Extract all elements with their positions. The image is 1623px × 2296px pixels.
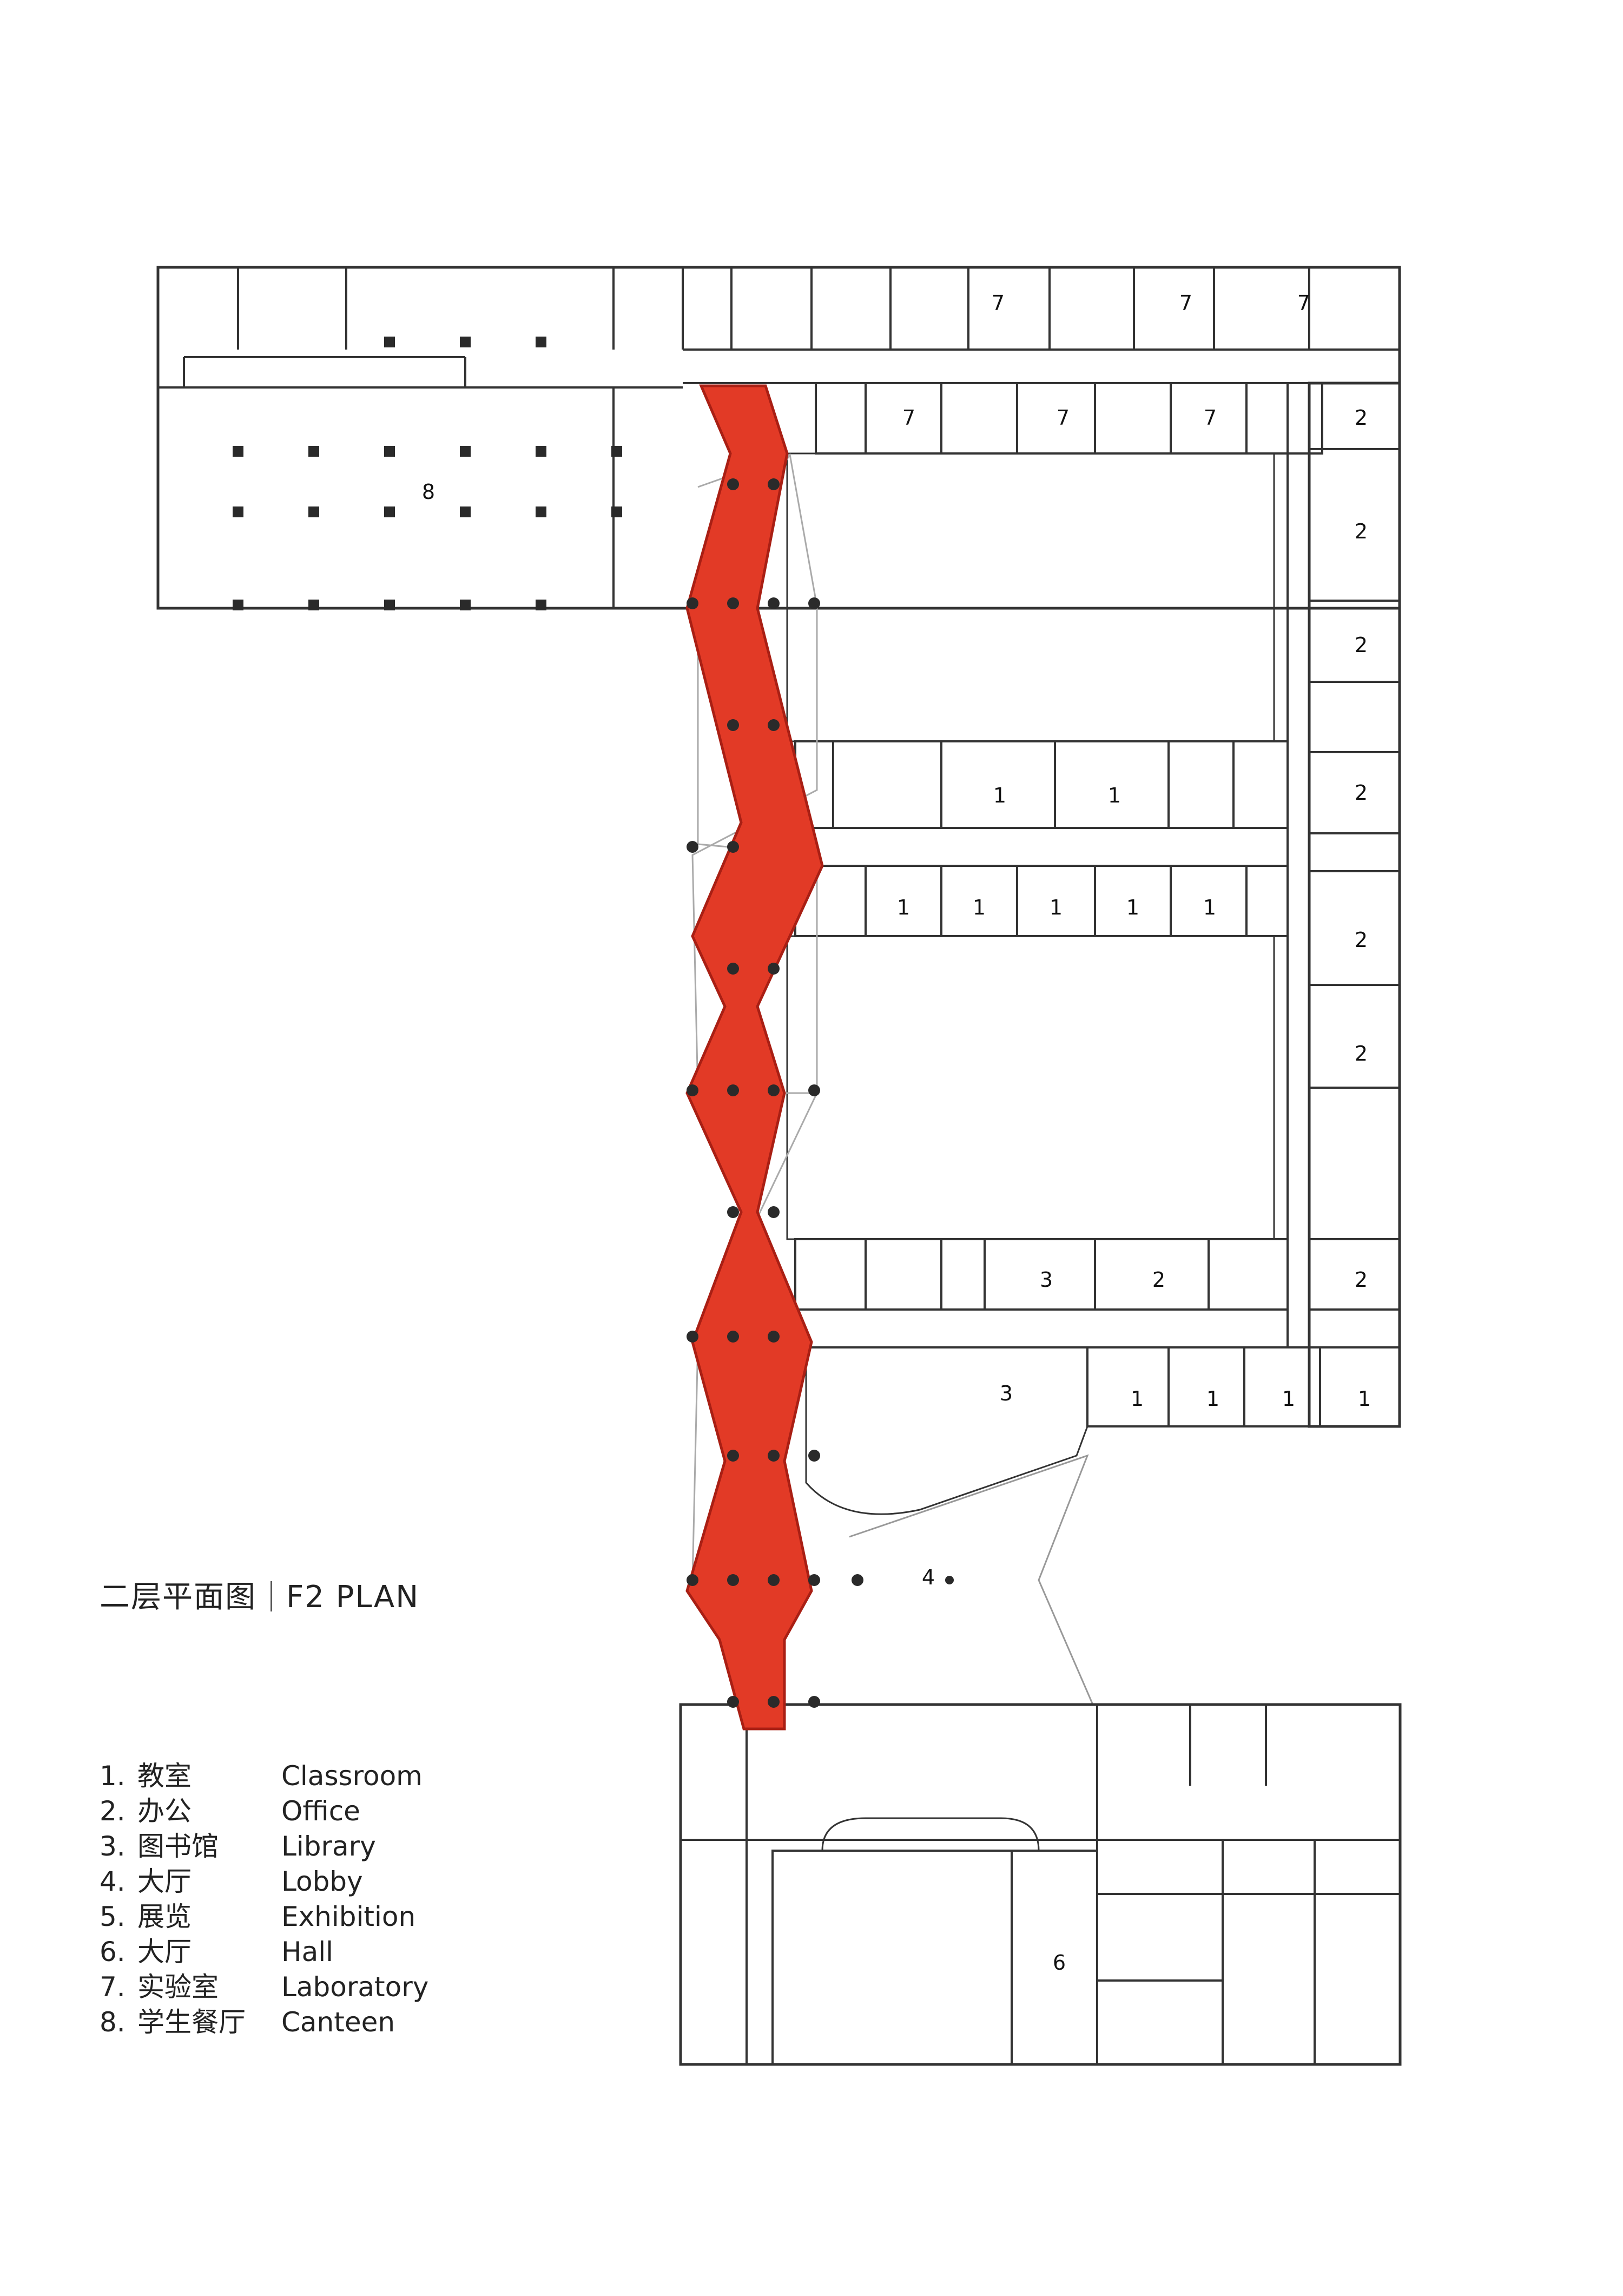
room-label-lab: 7 xyxy=(992,291,1005,315)
legend-en: Exhibition xyxy=(281,1901,416,1932)
legend-number: 7. xyxy=(100,1971,126,2003)
legend-number: 6. xyxy=(100,1936,126,1968)
legend-zh: 实验室 xyxy=(137,1971,219,2003)
room-label-lobby: 4 xyxy=(922,1565,935,1589)
room-label-office: 2 xyxy=(1355,406,1368,430)
room-label-office: 2 xyxy=(1355,781,1368,805)
room-label-classroom: 1 xyxy=(1206,1387,1219,1411)
room-label-canteen: 8 xyxy=(422,480,435,504)
legend-item: 8. 学生餐厅 Canteen xyxy=(100,2005,428,2040)
room-label-lab: 7 xyxy=(1057,406,1070,430)
legend-number: 4. xyxy=(100,1866,126,1897)
legend-number: 5. xyxy=(100,1901,126,1932)
room-label-lab: 7 xyxy=(1297,291,1310,315)
room-label-classroom: 1 xyxy=(897,896,910,919)
legend-zh: 大厅 xyxy=(137,1866,192,1897)
legend-en: Laboratory xyxy=(281,1971,429,2003)
room-label-office: 2 xyxy=(1355,519,1368,543)
legend-zh: 办公 xyxy=(137,1795,192,1827)
room-label-classroom: 1 xyxy=(1126,896,1139,919)
room-label-office: 2 xyxy=(1152,1268,1165,1292)
legend-zh: 大厅 xyxy=(137,1936,192,1968)
legend-en: Library xyxy=(281,1831,376,1862)
legend-number: 8. xyxy=(100,2006,126,2038)
legend-en: Lobby xyxy=(281,1866,363,1897)
room-label-classroom: 1 xyxy=(1203,896,1216,919)
legend-en: Classroom xyxy=(281,1760,423,1792)
legend-item: 5. 展览 Exhibition xyxy=(100,1899,428,1935)
legend-zh: 展览 xyxy=(137,1901,192,1932)
red-circulation-spine xyxy=(685,384,824,1731)
room-label-lab: 7 xyxy=(902,406,915,430)
room-label-lab: 7 xyxy=(1179,291,1192,315)
room-label-classroom: 1 xyxy=(973,896,986,919)
room-label-hall: 6 xyxy=(1053,1951,1066,1975)
plan-title: 二层平面图 F2 PLAN xyxy=(100,1573,419,1616)
room-label-classroom: 1 xyxy=(1050,896,1063,919)
legend-item: 3. 图书馆 Library xyxy=(100,1829,428,1864)
room-label-classroom: 1 xyxy=(1131,1387,1144,1411)
legend-zh: 教室 xyxy=(137,1760,192,1792)
legend-zh: 学生餐厅 xyxy=(137,2006,246,2038)
room-label-classroom: 1 xyxy=(1358,1387,1371,1411)
room-label-classroom: 1 xyxy=(1282,1387,1295,1411)
legend-item: 7. 实验室 Laboratory xyxy=(100,1970,428,2005)
room-label-office: 2 xyxy=(1355,633,1368,657)
legend-zh: 图书馆 xyxy=(137,1831,219,1862)
room-label-classroom: 1 xyxy=(993,784,1006,807)
room-label-library: 3 xyxy=(1000,1381,1013,1405)
legend-number: 3. xyxy=(100,1831,126,1862)
legend-item: 6. 大厅 Hall xyxy=(100,1935,428,1970)
room-legend: 1. 教室 Classroom 2. 办公 Office 3. 图书馆 Library 4.… xyxy=(100,1759,428,2040)
room-label-office: 2 xyxy=(1355,1042,1368,1065)
legend-item: 1. 教室 Classroom xyxy=(100,1759,428,1794)
legend-en: Hall xyxy=(281,1936,334,1968)
legend-item: 2. 办公 Office xyxy=(100,1794,428,1829)
room-label-office: 2 xyxy=(1355,1268,1368,1292)
column-grid xyxy=(233,337,622,610)
legend-item: 4. 大厅 Lobby xyxy=(100,1864,428,1899)
plan-title-zh: 二层平面图 xyxy=(100,1580,256,1615)
legend-en: Office xyxy=(281,1795,360,1827)
south-wing-outline xyxy=(679,1703,1402,2066)
room-label-library: 3 xyxy=(1040,1268,1053,1292)
plan-title-en: F2 PLAN xyxy=(286,1580,420,1615)
legend-en: Canteen xyxy=(281,2006,395,2038)
room-label-classroom: 1 xyxy=(1108,784,1121,807)
room-label-lab: 7 xyxy=(1204,406,1217,430)
room-label-office: 2 xyxy=(1355,928,1368,952)
title-divider xyxy=(270,1581,272,1611)
legend-number: 2. xyxy=(100,1795,126,1827)
legend-number: 1. xyxy=(100,1760,126,1792)
